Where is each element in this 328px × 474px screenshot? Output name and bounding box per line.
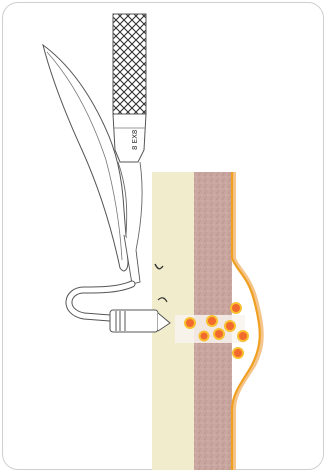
handle-grip <box>113 14 146 114</box>
particle <box>185 318 195 328</box>
handle-collar <box>113 114 146 162</box>
particle <box>200 332 209 341</box>
particle <box>207 316 217 326</box>
particle <box>214 329 224 339</box>
particle <box>238 331 248 341</box>
particle <box>225 321 235 331</box>
particle <box>231 303 241 313</box>
nozzle-tip <box>110 310 158 332</box>
particle <box>233 348 243 358</box>
handle-marking: 8 EX8 <box>131 130 139 150</box>
